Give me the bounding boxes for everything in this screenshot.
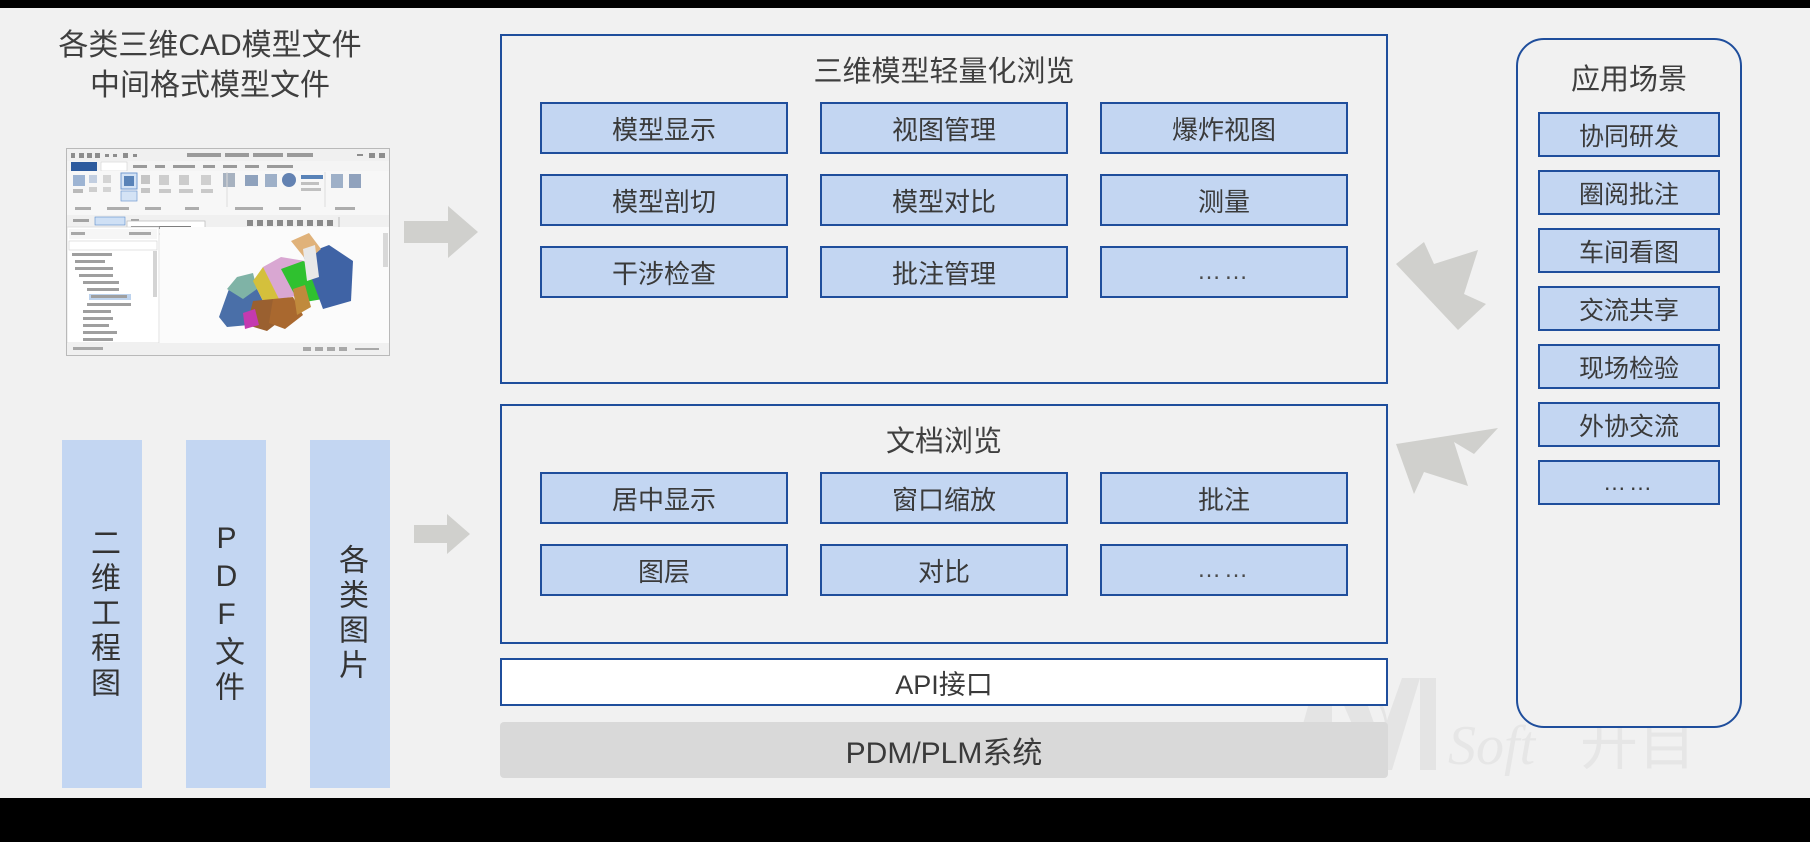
scenario-item[interactable]: 圈阅批注	[1538, 170, 1720, 215]
feature-cell[interactable]: 对比	[820, 544, 1068, 596]
panel-title: 三维模型轻量化浏览	[813, 56, 1075, 88]
svg-text:Soft: Soft	[1448, 715, 1537, 777]
panel-3d-model-lightweight-viewing: 三维模型轻量化浏览 模型显示 视图管理 爆炸视图 模型剖切 模型对比 测量 干涉…	[500, 34, 1388, 384]
scenario-item[interactable]: 外协交流	[1538, 402, 1720, 447]
pdm-plm-system-label: PDM/PLM系统	[845, 737, 1043, 770]
scenario-item[interactable]: 交流共享	[1538, 286, 1720, 331]
source-column-label: PDF文件	[210, 522, 243, 706]
feature-cell[interactable]: 爆炸视图	[1100, 102, 1348, 154]
source-column-images[interactable]: 各类图片	[310, 440, 390, 788]
scenario-item[interactable]: 车间看图	[1538, 228, 1720, 273]
api-interface-bar[interactable]: API接口	[500, 658, 1388, 706]
letterbox-bottom	[0, 798, 1810, 842]
feature-cell[interactable]: 居中显示	[540, 472, 788, 524]
scenario-list: 协同研发 圈阅批注 车间看图 交流共享 现场检验 外协交流 ……	[1518, 112, 1740, 505]
panel-document-viewing: 文档浏览 居中显示 窗口缩放 批注 图层 对比 ……	[500, 404, 1388, 644]
source-title-line-1: 各类三维CAD模型文件	[58, 29, 362, 62]
panel-title: 应用场景	[1570, 64, 1687, 96]
pdm-plm-system-bar[interactable]: PDM/PLM系统	[500, 722, 1388, 778]
feature-cell[interactable]: 批注	[1100, 472, 1348, 524]
arrow-right-to-3d-panel	[404, 204, 478, 260]
feature-cell[interactable]: 模型显示	[540, 102, 788, 154]
arrow-right-to-doc-panel	[414, 512, 470, 556]
feature-cell[interactable]: 视图管理	[820, 102, 1068, 154]
feature-cell-more[interactable]: ……	[1100, 544, 1348, 596]
feature-cell[interactable]: 批注管理	[820, 246, 1068, 298]
scenario-item[interactable]: 现场检验	[1538, 344, 1720, 389]
feature-cell[interactable]: 模型剖切	[540, 174, 788, 226]
api-interface-label: API接口	[895, 669, 993, 700]
feature-grid-doc: 居中显示 窗口缩放 批注 图层 对比 ……	[502, 472, 1386, 596]
feature-cell[interactable]: 干涉检查	[540, 246, 788, 298]
arrow-diagonal-down-to-scenarios	[1392, 242, 1502, 338]
cad-screenshot-thumbnail	[66, 148, 390, 356]
scenario-item[interactable]: 协同研发	[1538, 112, 1720, 157]
feature-cell[interactable]: 图层	[540, 544, 788, 596]
feature-grid-3d: 模型显示 视图管理 爆炸视图 模型剖切 模型对比 测量 干涉检查 批注管理 ……	[502, 102, 1386, 298]
letterbox-top	[0, 0, 1810, 8]
source-title: 各类三维CAD模型文件 中间格式模型文件	[30, 26, 390, 105]
feature-cell[interactable]: 测量	[1100, 174, 1348, 226]
source-title-line-2: 中间格式模型文件	[90, 68, 330, 102]
scenario-item-more[interactable]: ……	[1538, 460, 1720, 505]
source-column-label: 二维工程图	[86, 526, 119, 702]
source-column-label: 各类图片	[334, 544, 367, 684]
panel-application-scenarios: 应用场景 协同研发 圈阅批注 车间看图 交流共享 现场检验 外协交流 ……	[1516, 38, 1742, 728]
feature-cell-more[interactable]: ……	[1100, 246, 1348, 298]
arrow-diagonal-up-to-scenarios	[1392, 420, 1502, 516]
feature-cell[interactable]: 窗口缩放	[820, 472, 1068, 524]
feature-cell[interactable]: 模型对比	[820, 174, 1068, 226]
source-column-pdf[interactable]: PDF文件	[186, 440, 266, 788]
source-column-2d-drawing[interactable]: 二维工程图	[62, 440, 142, 788]
panel-title: 文档浏览	[885, 426, 1002, 458]
